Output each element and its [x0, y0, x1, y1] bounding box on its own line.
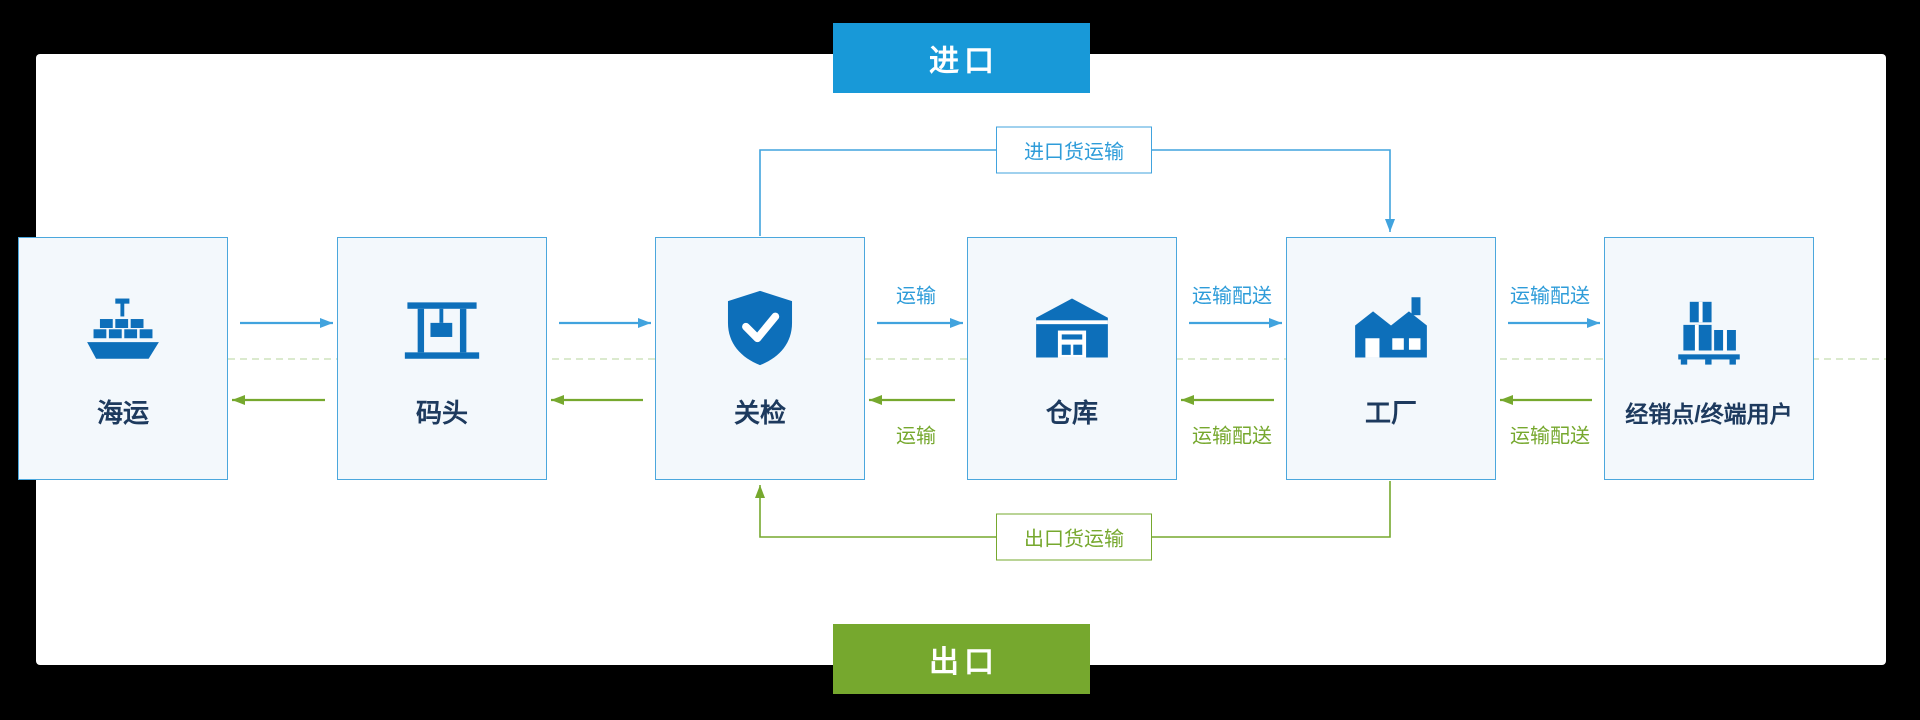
node-sea-freight: 海运	[18, 237, 228, 480]
node-dealer-end-user: 经销点/终端用户	[1604, 237, 1814, 480]
import-delivery-label-2: 运输配送	[1510, 285, 1590, 308]
node-label-dealer-end-user: 经销点/终端用户	[1625, 400, 1793, 427]
import-transport-label: 运输	[896, 285, 936, 308]
warehouse-icon	[1031, 287, 1113, 369]
export-delivery-label-2: 运输配送	[1510, 425, 1590, 448]
export-transport-label: 运输	[896, 425, 936, 448]
node-dock: 码头	[337, 237, 547, 480]
factory-icon	[1350, 287, 1432, 369]
node-label-dock: 码头	[415, 398, 468, 428]
export-banner: 出口	[833, 624, 1090, 694]
node-label-factory: 工厂	[1364, 398, 1417, 428]
shield-check-icon	[719, 287, 801, 369]
node-label-sea-freight: 海运	[96, 398, 149, 428]
import-banner: 进口	[833, 23, 1090, 93]
node-customs: 关检	[655, 237, 865, 480]
node-factory: 工厂	[1286, 237, 1496, 480]
ship-icon	[82, 287, 164, 369]
node-label-warehouse: 仓库	[1045, 398, 1098, 428]
import-delivery-label-1: 运输配送	[1192, 285, 1272, 308]
pallet-boxes-icon	[1668, 289, 1750, 371]
node-label-customs: 关检	[733, 398, 786, 428]
export-delivery-label-1: 运输配送	[1192, 425, 1272, 448]
import-bypass-label: 进口货运输	[996, 126, 1152, 174]
node-warehouse: 仓库	[967, 237, 1177, 480]
export-bypass-label: 出口货运输	[996, 513, 1152, 561]
crane-icon	[401, 287, 483, 369]
